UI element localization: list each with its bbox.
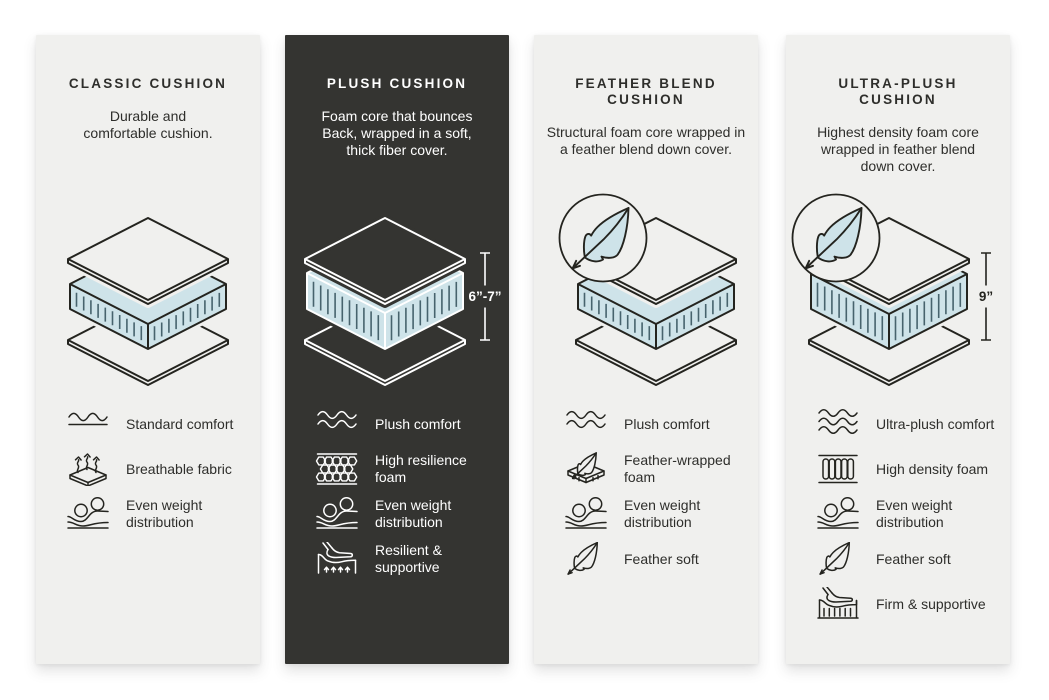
resilient-supportive-icon (315, 542, 359, 576)
card-description: Foam core that bounces Back, wrapped in … (321, 108, 473, 158)
card-feather-blend-cushion: FEATHER BLEND CUSHION Structural foam co… (534, 35, 758, 664)
comfort-wave-icon (564, 407, 608, 441)
card-plush-cushion: PLUSH CUSHION Foam core that bounces Bac… (285, 35, 509, 664)
feature-label: Resilient & supportive (375, 542, 442, 575)
feature-label: Firm & supportive (876, 595, 986, 612)
resilience-foam-icon (315, 452, 359, 486)
breathable-fabric-icon (66, 452, 110, 486)
feature-label: Breathable fabric (126, 460, 232, 477)
cushion-layers-illustration (558, 193, 740, 389)
feature-label: Even weight distribution (126, 497, 203, 530)
card-description: Structural foam core wrapped in a feathe… (546, 124, 746, 157)
comfort-wave-icon (315, 407, 359, 441)
firm-supportive-icon (816, 587, 860, 621)
feature-row: Firm & supportive (786, 587, 1010, 621)
card-title: ULTRA-PLUSH CUSHION (838, 76, 958, 107)
card-title: CLASSIC CUSHION (68, 76, 228, 91)
feather-wrapped-foam-icon (564, 452, 608, 486)
height-dimension-label: 9” (979, 289, 993, 304)
card-classic-cushion: CLASSIC CUSHION Durable and comfortable … (36, 35, 260, 664)
cushion-layers-illustration: 9” (791, 193, 993, 389)
feature-list: Plush comfort High resilience foam Even … (285, 407, 509, 587)
height-dimension-label: 6”-7” (468, 289, 501, 304)
feature-row: Standard comfort (36, 407, 260, 441)
weight-distribution-icon (66, 497, 110, 531)
feature-label: Plush comfort (624, 415, 710, 432)
card-description: Durable and comfortable cushion. (83, 108, 213, 141)
feather-badge-icon (791, 193, 881, 283)
feature-row: Even weight distribution (285, 497, 509, 531)
density-foam-icon (816, 452, 860, 486)
feature-label: Even weight distribution (876, 497, 953, 530)
feature-row: Feather-wrapped foam (534, 452, 758, 486)
weight-distribution-icon (564, 497, 608, 531)
feature-row: High density foam (786, 452, 1010, 486)
feature-label: Feather-wrapped foam (624, 452, 731, 485)
feature-row: High resilience foam (285, 452, 509, 486)
feature-list: Standard comfort Breathable fabric Even … (36, 407, 260, 542)
feature-row: Resilient & supportive (285, 542, 509, 576)
comfort-wave-icon (66, 407, 110, 441)
card-description: Highest density foam core wrapped in fea… (817, 124, 979, 174)
feature-row: Plush comfort (285, 407, 509, 441)
card-title: FEATHER BLEND CUSHION (575, 76, 717, 107)
height-dimension-indicator: 6”-7” (468, 252, 502, 341)
feature-label: Feather soft (876, 550, 951, 567)
height-dimension-indicator: 9” (979, 252, 993, 341)
feature-row: Feather soft (534, 542, 758, 576)
top-cover-layer (64, 214, 232, 308)
card-title: PLUSH CUSHION (326, 76, 468, 91)
card-ultra-plush-cushion: ULTRA-PLUSH CUSHION Highest density foam… (786, 35, 1010, 664)
feature-row: Plush comfort (534, 407, 758, 441)
weight-distribution-icon (816, 497, 860, 531)
feature-label: Ultra-plush comfort (876, 415, 995, 432)
weight-distribution-icon (315, 497, 359, 531)
feature-label: Plush comfort (375, 415, 461, 432)
top-cover-layer (301, 214, 469, 308)
feature-list: Plush comfort Feather-wrapped foam (534, 407, 758, 587)
feature-row: Ultra-plush comfort (786, 407, 1010, 441)
feature-row: Even weight distribution (36, 497, 260, 531)
feature-label: High resilience foam (375, 452, 467, 485)
feature-label: Standard comfort (126, 415, 234, 432)
feature-list: Ultra-plush comfort High density foam Ev… (786, 407, 1010, 632)
comfort-wave-icon (816, 407, 860, 441)
cushion-layers-illustration (64, 214, 232, 389)
feature-label: High density foam (876, 460, 989, 477)
feather-badge-icon (558, 193, 648, 283)
feature-row: Breathable fabric (36, 452, 260, 486)
feature-row: Even weight distribution (534, 497, 758, 531)
feature-label: Even weight distribution (375, 497, 452, 530)
feather-icon (816, 542, 860, 576)
feature-row: Feather soft (786, 542, 1010, 576)
cushion-layers-illustration: 6”-7” (301, 214, 502, 389)
feature-label: Even weight distribution (624, 497, 701, 530)
feature-row: Even weight distribution (786, 497, 1010, 531)
feature-label: Feather soft (624, 550, 699, 567)
feather-icon (564, 542, 608, 576)
